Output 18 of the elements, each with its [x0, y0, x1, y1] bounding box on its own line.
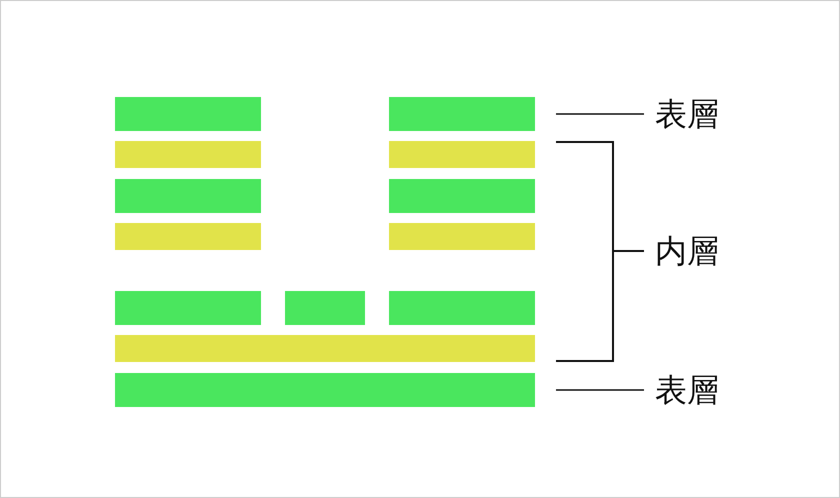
layer-bar [115, 373, 535, 407]
layer-bar [389, 223, 535, 250]
layer-label: 内層 [655, 233, 719, 269]
layer-bar [115, 223, 261, 250]
layer-bar [115, 97, 261, 131]
leader-line [556, 113, 644, 115]
leader-line [556, 389, 644, 391]
layer-bar [115, 141, 261, 168]
layer-bar [115, 335, 535, 362]
layer-bar [115, 179, 261, 213]
layer-label: 表層 [655, 372, 719, 408]
layer-bar [389, 179, 535, 213]
layer-label: 表層 [655, 96, 719, 132]
layer-bar [389, 97, 535, 131]
layer-bar [115, 291, 261, 325]
layer-bar [389, 291, 535, 325]
layer-bar [285, 291, 365, 325]
layer-bar [389, 141, 535, 168]
